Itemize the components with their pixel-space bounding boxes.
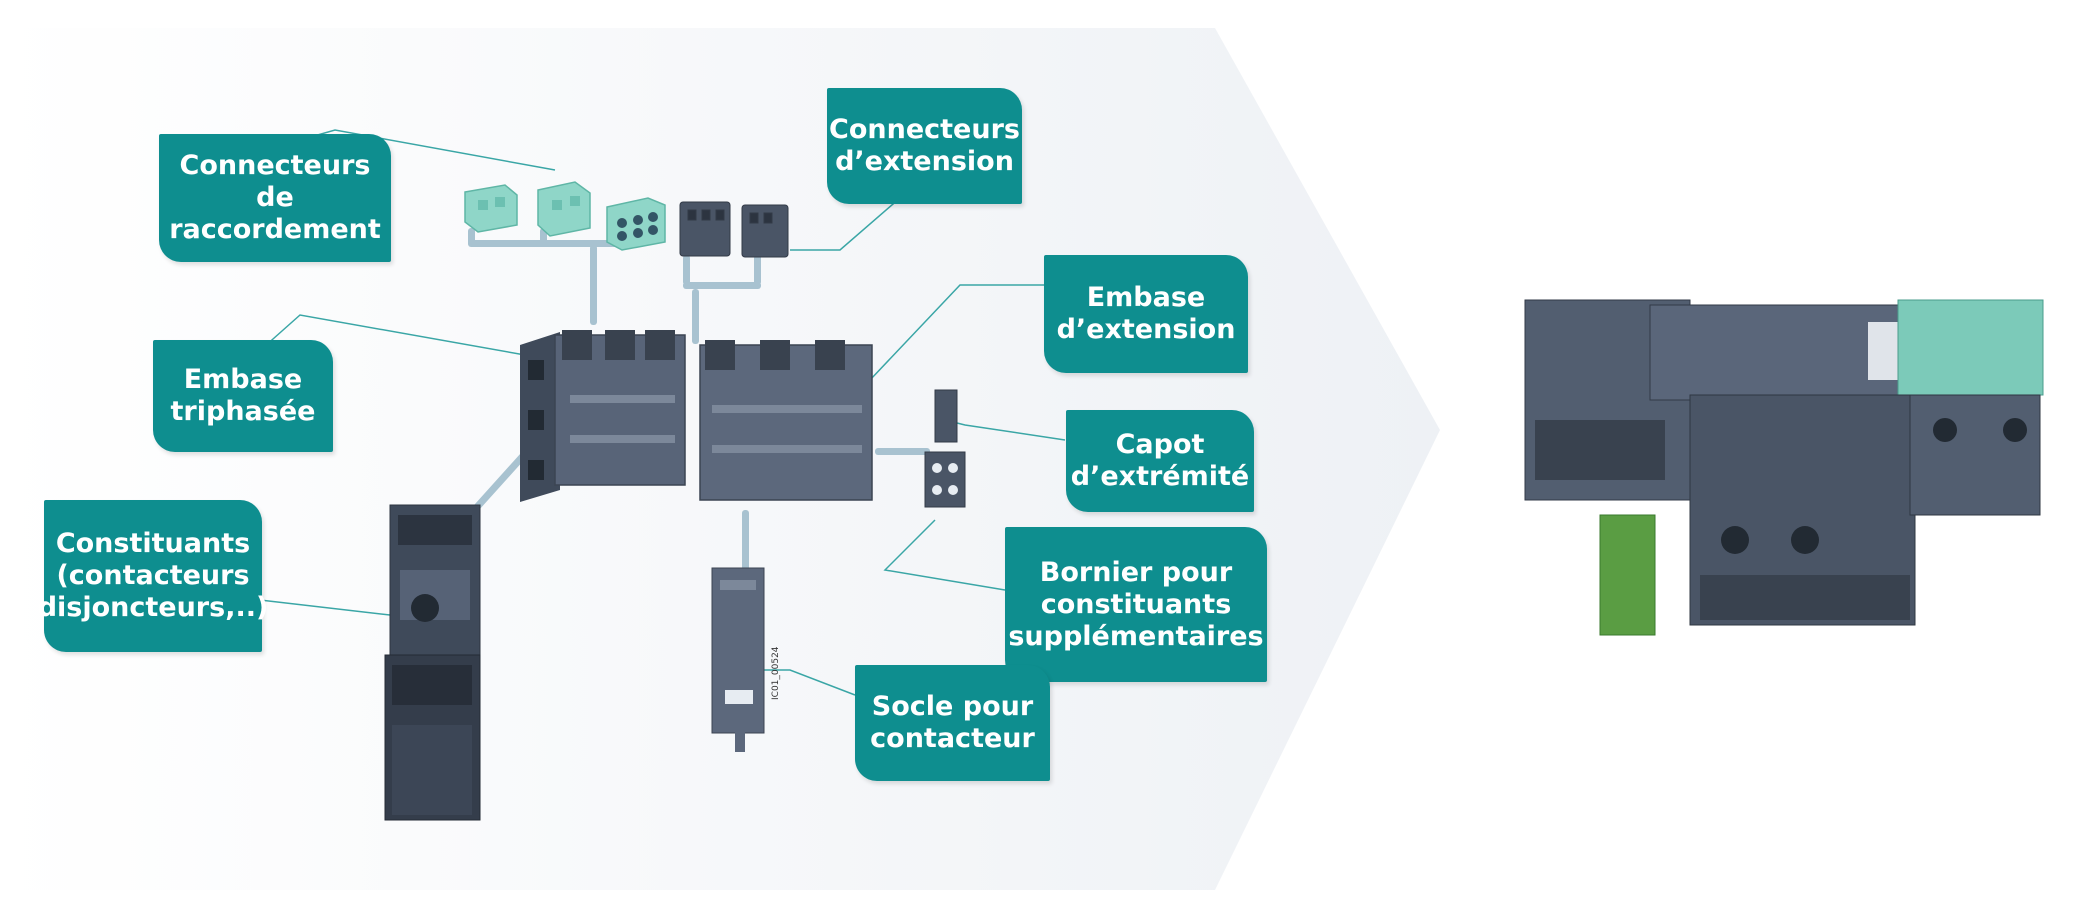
- assembled-starter-product: [1524, 299, 2044, 636]
- drawing-code: IC01_00524: [771, 646, 781, 700]
- component-stack: [384, 504, 481, 821]
- leader-line-socle: [760, 669, 856, 696]
- extension-base: [699, 340, 873, 501]
- leader-line-bornier: [883, 519, 1006, 591]
- label-constituants: Constituants (contacteurs disjoncteurs,.…: [38, 500, 268, 652]
- terminal-block: [924, 451, 966, 508]
- leader-lines: [254, 129, 1066, 696]
- label-embase-extension: Embase d’extension: [1044, 255, 1248, 373]
- rail-socle: [742, 510, 749, 570]
- label-socle: Socle pour contacteur: [855, 665, 1050, 781]
- label-connecteurs-raccordement: Connecteurs de raccordement: [159, 134, 391, 262]
- mint-connector-1: [464, 184, 518, 233]
- extension-connectors: [679, 201, 789, 258]
- label-capot-extremite: Capot d’extrémité: [1066, 410, 1254, 512]
- leader-line-embase-extension: [869, 284, 1045, 381]
- label-bornier: Bornier pour constituants supplémentaire…: [1005, 527, 1267, 682]
- rail-capot: [875, 448, 930, 455]
- end-cap: [934, 389, 958, 443]
- label-embase-triphasee: Embase triphasée: [153, 340, 333, 452]
- connection-connectors: [464, 181, 666, 251]
- rail-extension: [683, 282, 761, 289]
- contactor-socket: [711, 567, 765, 752]
- label-connecteurs-extension: Connecteurs d’extension: [827, 88, 1022, 204]
- leader-line-constituants: [259, 599, 391, 616]
- leader-line-extension-connectors: [790, 184, 916, 251]
- mint-connector-2: [537, 181, 591, 237]
- leader-line-capot: [944, 419, 1066, 441]
- mint-connector-3: [606, 197, 666, 251]
- three-phase-base: [520, 330, 686, 502]
